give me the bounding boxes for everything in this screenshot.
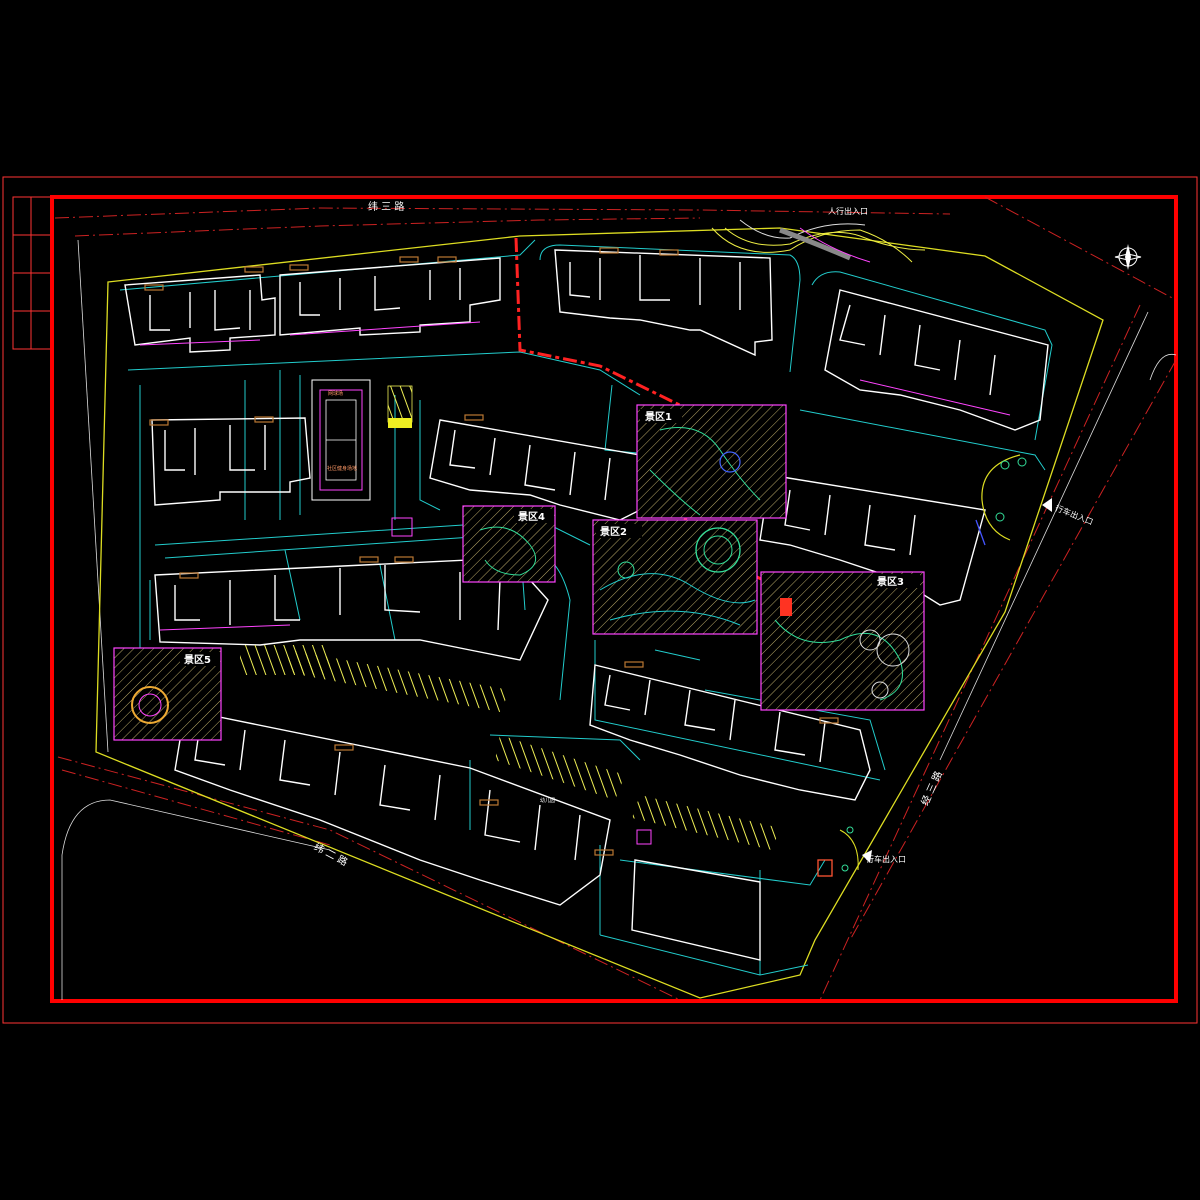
parking-row-southeast [632, 795, 780, 850]
zone-5-label: 景区5 [184, 654, 211, 666]
road-label-south: 纬 二 路 [312, 840, 350, 869]
road-label-north: 纬 三 路 [368, 200, 404, 213]
outer-frame [2, 176, 1198, 1024]
zone-3-label: 景区3 [877, 576, 904, 588]
zone-1-label: 景区1 [645, 411, 672, 423]
road-lines [54, 196, 1177, 1001]
title-block [12, 196, 52, 350]
landscape-zone-3[interactable]: 景区3 [760, 571, 925, 711]
parking-north-stair [387, 385, 413, 423]
property-line [95, 227, 1104, 999]
arrow-icon-southeast [862, 850, 872, 863]
east-entrance-plaza [975, 454, 1027, 546]
arrow-icon-east [1042, 498, 1052, 512]
tennis-court [311, 379, 371, 501]
landscape-zone-1[interactable]: 景区1 [636, 404, 787, 519]
road-edges [61, 239, 1177, 1000]
tennis-court-note: 社区健身场地 [327, 465, 357, 472]
parking-row-mid [285, 650, 510, 712]
entrance-label-north: 人行出入口 [828, 206, 868, 216]
zone-2-label: 景区2 [600, 526, 627, 538]
residential-buildings [124, 249, 1049, 961]
tennis-court-label: 网球场 [328, 390, 343, 397]
landscape-zone-4[interactable]: 景区4 [462, 505, 556, 583]
inner-frame [50, 195, 1178, 1003]
north-entrance-plaza [711, 219, 926, 263]
building-tag-label: 幼儿园 [540, 797, 555, 804]
road-label-east: 经 三 路 [918, 769, 945, 808]
yellow-marker [388, 418, 412, 428]
parking-row-south [495, 735, 625, 800]
southeast-entrance-gate [817, 826, 859, 877]
landscape-zone-2[interactable]: 景区2 [592, 519, 758, 635]
landscape-zone-5[interactable]: 景区5 [113, 647, 222, 741]
entrance-label-southeast: 行车出入口 [866, 854, 906, 864]
compass-icon [1114, 244, 1142, 270]
garage-markers [144, 247, 839, 856]
zone-4-label: 景区4 [518, 511, 545, 523]
